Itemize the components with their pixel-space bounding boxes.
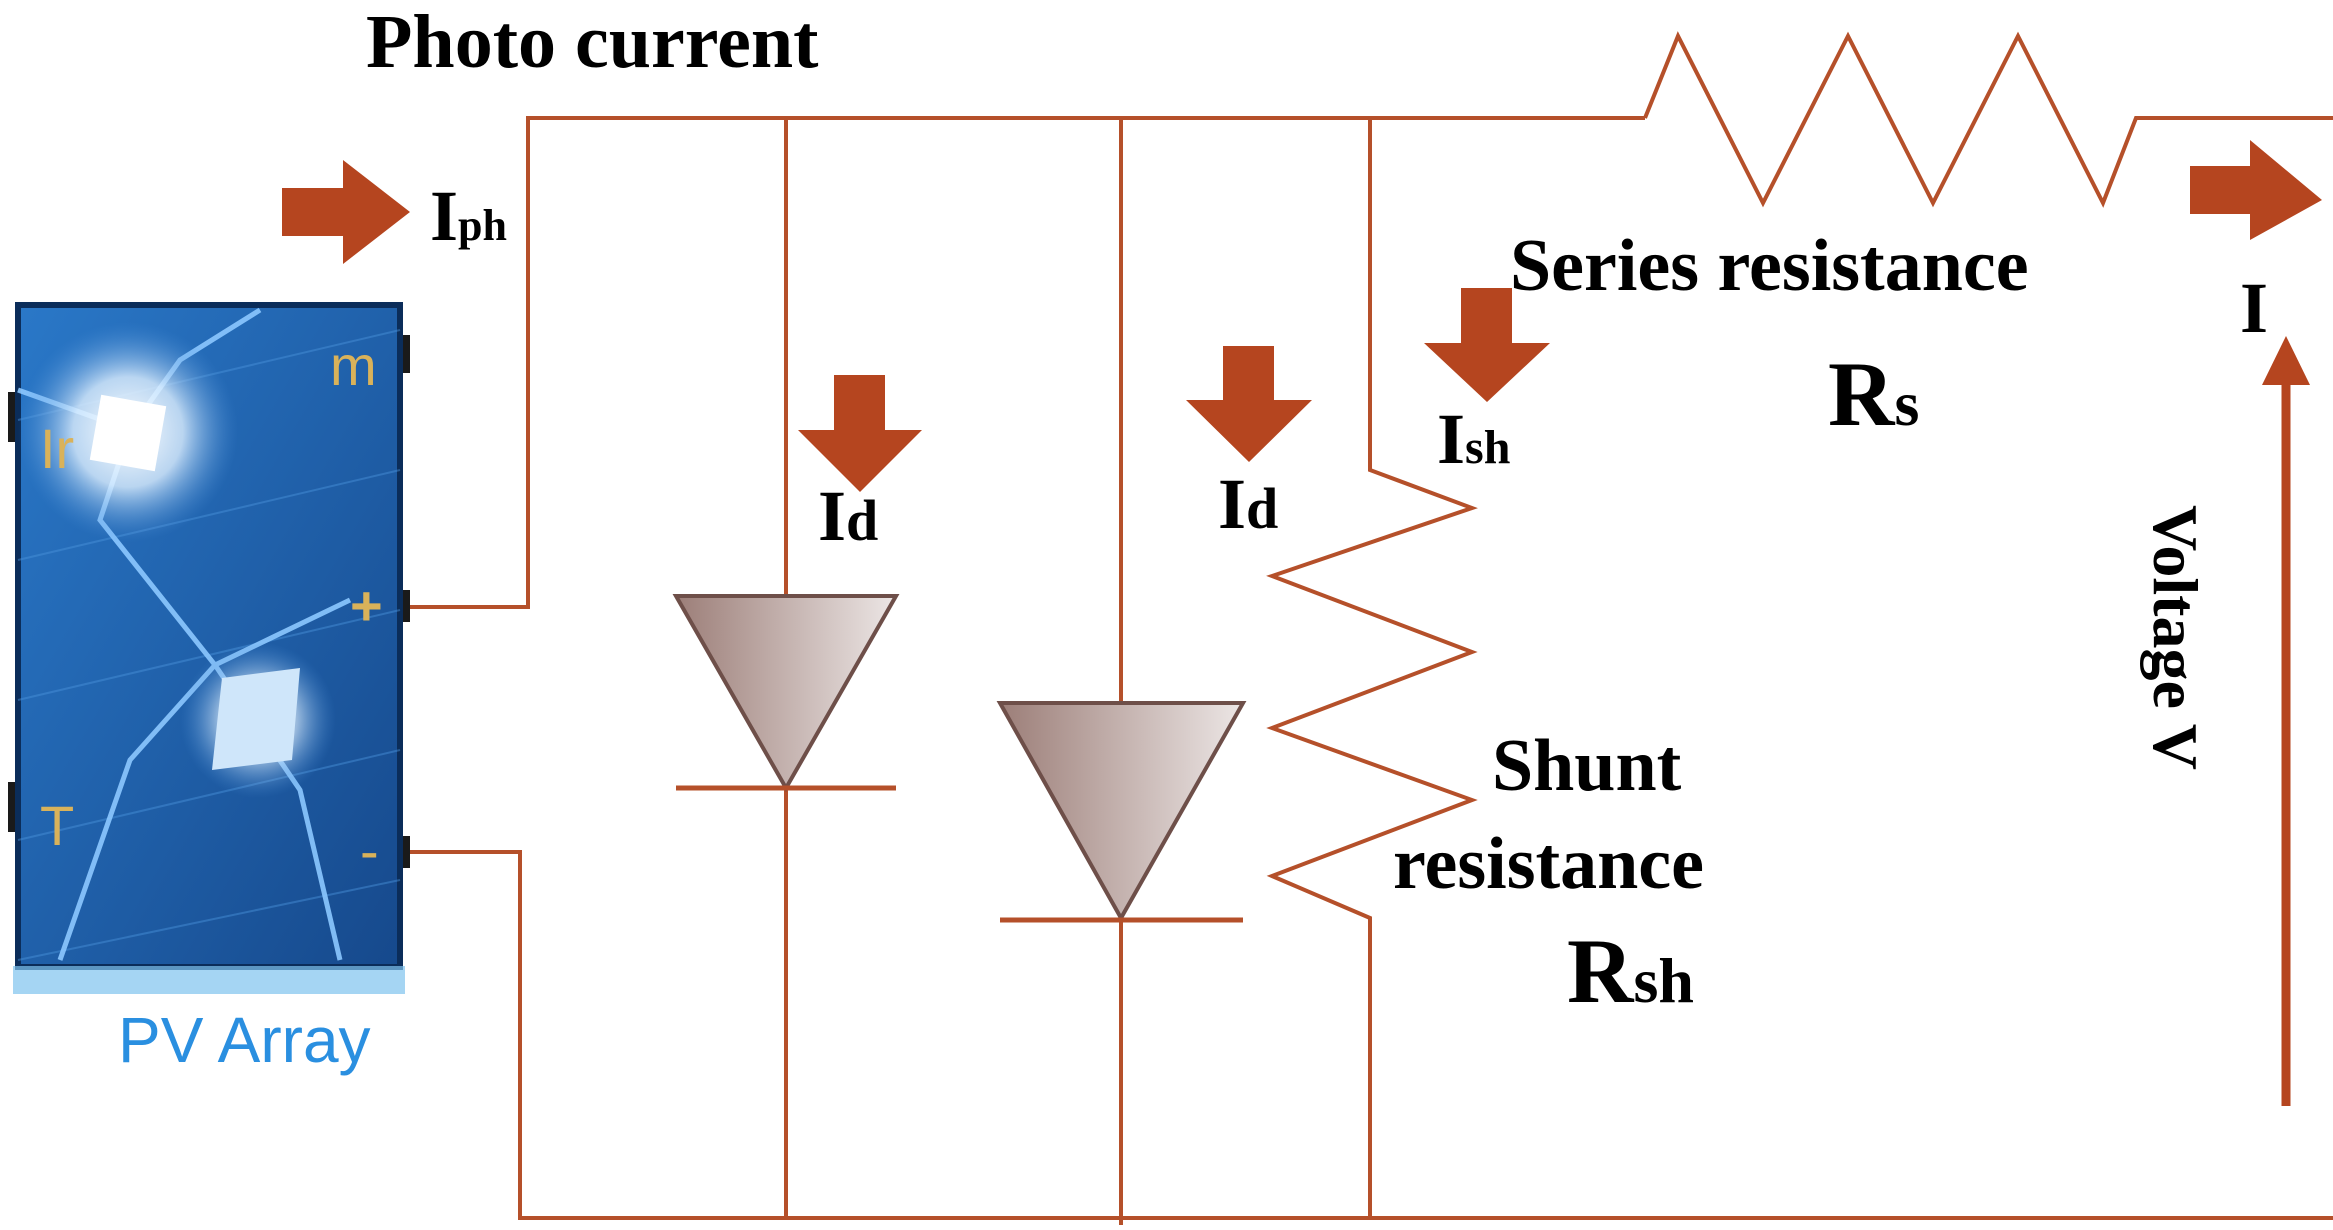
ish-label-main: I: [1437, 399, 1465, 479]
id1-label-main: I: [818, 476, 846, 556]
iph-label-main: I: [430, 176, 458, 256]
id2-label-main: I: [1218, 464, 1246, 544]
pv-array-caption: PV Array: [118, 1004, 371, 1076]
shunt-resistor: [1266, 118, 1478, 1218]
shunt-label-line1: Shunt: [1492, 725, 1682, 807]
top-rail-wire: [408, 116, 1645, 609]
ish-arrow-icon: [1424, 288, 1550, 402]
iph-label-sub: ph: [458, 201, 507, 250]
rs-label-main: R: [1828, 343, 1896, 445]
id2-label: Id: [1218, 464, 1278, 544]
diode-2: [996, 701, 1247, 923]
output-current-label: I: [2240, 268, 2268, 348]
rsh-label-sub: sh: [1633, 945, 1694, 1016]
rs-label: Rs: [1828, 343, 1919, 445]
output-current-arrow-icon: [2190, 140, 2322, 240]
pv-array-block: Ir T m + - PV Array: [8, 302, 410, 1076]
ish-label: Ish: [1437, 399, 1510, 479]
id1-label-sub: d: [846, 488, 878, 553]
iph-label: Iph: [430, 176, 507, 256]
series-resistance-label: Series resistance: [1510, 225, 2029, 307]
port-minus-label: -: [360, 819, 379, 882]
id2-arrow-icon: [1186, 346, 1312, 462]
port-t-label: T: [40, 794, 74, 857]
rsh-label-main: R: [1567, 920, 1635, 1022]
port-plus-label: +: [350, 574, 383, 637]
id1-label: Id: [818, 476, 878, 556]
voltage-label: Voltage V: [2140, 505, 2211, 770]
ish-label-sub: sh: [1465, 421, 1510, 474]
diode-1: [672, 594, 900, 793]
photo-current-label: Photo current: [366, 0, 818, 84]
voltage-arrow-icon: [2262, 336, 2310, 1106]
series-resistor: [1643, 31, 2333, 208]
shunt-label-line2: resistance: [1393, 823, 1704, 905]
rs-label-sub: s: [1894, 368, 1919, 439]
port-m-label: m: [330, 334, 377, 397]
id2-label-sub: d: [1246, 476, 1278, 541]
id1-arrow-icon: [798, 375, 922, 492]
wires: [408, 31, 2333, 1225]
port-ir-label: Ir: [40, 417, 74, 480]
rsh-label: Rsh: [1567, 920, 1694, 1022]
bottom-rail-wire: [408, 850, 2333, 1220]
iph-arrow-icon: [282, 160, 410, 264]
